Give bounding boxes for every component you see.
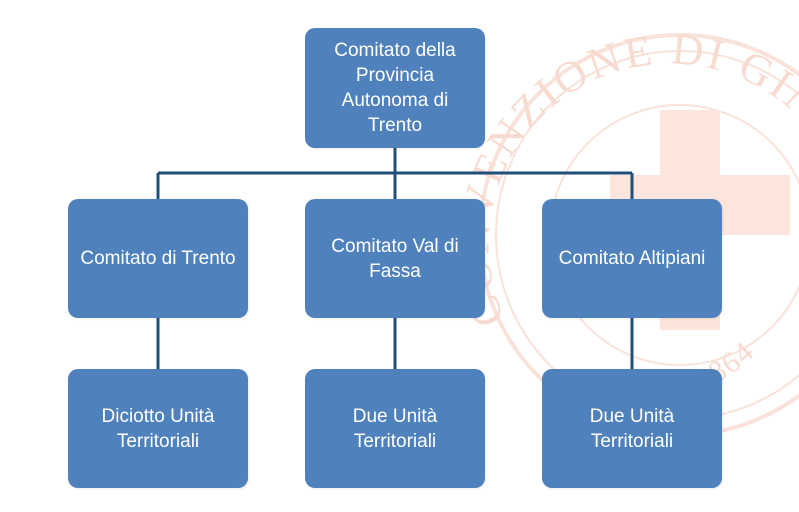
node-label: Comitato della Provincia Autonoma di Tre…	[334, 40, 456, 136]
node-label: Comitato di Trento	[80, 248, 236, 269]
node-committee-val-di-fassa: Comitato Val di Fassa	[305, 199, 485, 318]
node-units-trento: Diciotto Unità Territoriali	[68, 369, 248, 488]
node-label: Comitato Val di Fassa	[331, 235, 459, 282]
node-label: Due Unità Territoriali	[352, 405, 438, 452]
node-label: Comitato Altipiani	[558, 248, 706, 269]
node-label: Due Unità Territoriali	[589, 405, 675, 452]
node-provincial-committee: Comitato della Provincia Autonoma di Tre…	[305, 28, 485, 148]
node-units-altipiani: Due Unità Territoriali	[542, 369, 722, 488]
node-committee-trento: Comitato di Trento	[68, 199, 248, 318]
node-label: Diciotto Unità Territoriali	[101, 405, 215, 452]
node-units-val-di-fassa: Due Unità Territoriali	[305, 369, 485, 488]
node-committee-altipiani: Comitato Altipiani	[542, 199, 722, 318]
